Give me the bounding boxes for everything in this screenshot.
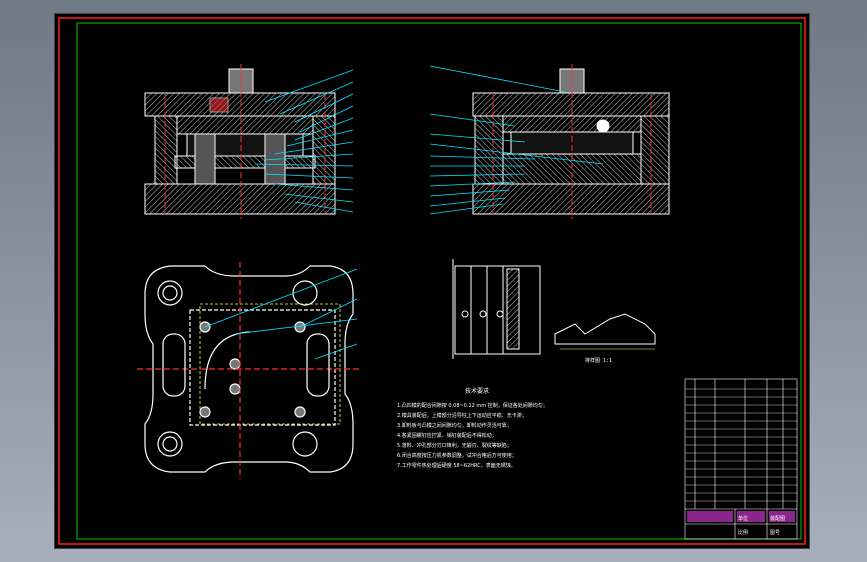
strip-part-detail	[554, 313, 656, 350]
side-view-leaders	[429, 65, 604, 215]
title-block	[685, 509, 797, 539]
technical-notes: 1.凸凹模的配合间隙按 0.08~0.12 mm 控制，保证各处间隙均匀； 2.…	[397, 402, 548, 469]
plan-view	[137, 262, 360, 479]
note-line: 4.各紧固螺钉应拧紧，销钉装配后不得松动；	[397, 432, 497, 439]
title-scale: 比例	[738, 529, 748, 536]
note-line: 2.模具装配后，上模部分沿导柱上下运动应平稳、无卡滞；	[397, 412, 527, 419]
title-sheet: 图号	[770, 530, 780, 536]
parts-list-rows	[685, 388, 797, 502]
front-view-leaders	[254, 69, 354, 213]
sheet-border-red	[58, 17, 806, 545]
side-section-view	[472, 64, 670, 219]
cad-viewport[interactable]: 排样图 1:1 技术要求 1.凸凹模的配合间隙按 0.08~0.12 mm 控制…	[55, 14, 809, 548]
note-line: 1.凸凹模的配合间隙按 0.08~0.12 mm 控制，保证各处间隙均匀；	[397, 402, 548, 409]
parts-list-table	[684, 378, 798, 540]
note-line: 6.闭合高度按压力机参数调整，试冲合格后方可使用；	[397, 452, 517, 459]
strip-layout-diagram	[452, 259, 541, 359]
strip-layout-caption: 排样图 1:1	[585, 357, 612, 364]
note-line: 5.落料、冲孔部分刃口锋利，无崩刃、裂纹等缺陷；	[397, 442, 512, 449]
note-line: 3.卸料板与凸模之间间隙均匀，卸料动作灵活可靠；	[397, 422, 512, 429]
sheet-border-green	[76, 22, 802, 540]
notes-title: 技术要求	[465, 387, 489, 395]
plan-view-leaders	[204, 268, 358, 360]
note-line: 7.工作零件热处理后硬度 58~62HRC，表面无锈蚀。	[397, 462, 516, 469]
title-drawing-name: 装配图	[770, 515, 785, 522]
title-company: 单位	[738, 515, 748, 522]
